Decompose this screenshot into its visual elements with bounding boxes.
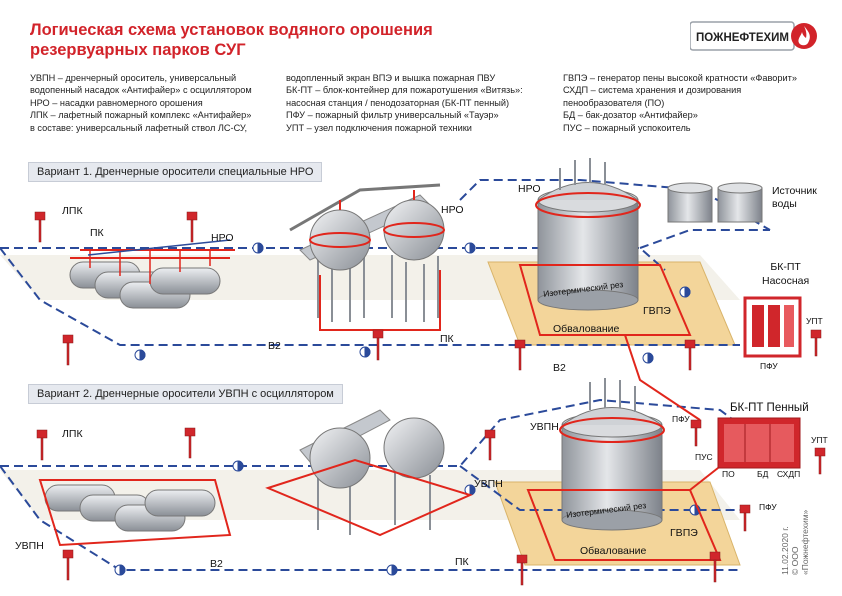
label-pfu: ПФУ — [760, 361, 778, 371]
horizontal-tanks-v1 — [69, 239, 235, 309]
variant-1-banner: Вариант 1. Дренчерные оросители специаль… — [28, 162, 323, 182]
label-gvpe: ГВПЭ — [643, 305, 671, 317]
label-pfu: ПФУ — [672, 414, 690, 424]
footer-credits: 11.02.2020 г. © ООО «Пожнефтехим» — [780, 510, 810, 575]
legend-column-1: УВПН – дренчерный ороситель, универсальн… — [30, 72, 252, 134]
footer-date: 11.02.2020 г. — [780, 526, 790, 575]
valves — [114, 242, 701, 576]
label-pk: ПК — [440, 333, 454, 345]
legend-line: УПТ – узел подключения пожарной техники — [286, 122, 472, 133]
legend-line: УВПН – дренчерный ороситель, универсальн… — [30, 73, 237, 83]
legend-line: насосная станция / пенодозаторная (БК-ПТ… — [286, 97, 510, 108]
label-v2: В2 — [268, 340, 281, 352]
spherical-tanks-v1 — [289, 183, 445, 331]
label-bk-pt-pump: БК-ПТ Насосная — [762, 261, 810, 287]
label-uvpn: УВПН — [530, 421, 559, 433]
legend-line: НРО – насадки равномерного орошения — [30, 97, 203, 108]
label-pk: ПК — [90, 227, 104, 239]
label-nro: НРО — [211, 232, 234, 244]
legend-column-2: водопленный экран ВПЭ и вышка пожарная П… — [286, 72, 523, 134]
label-po: ПО — [722, 469, 735, 479]
legend-line: ЛПК – лафетный пожарный комплекс «Антифа… — [30, 110, 252, 121]
bk-pt-pump-station — [743, 296, 802, 358]
label-nro: НРО — [441, 204, 464, 216]
horizontal-tanks-v2 — [38, 479, 232, 547]
water-main-v2 — [0, 398, 761, 571]
legend-line: БК-ПТ – блок-контейнер для пожаротушения… — [286, 85, 523, 96]
bk-pt-foam-station — [717, 417, 801, 469]
footer-copyright: © ООО — [790, 546, 800, 575]
footer-company: «Пожнефтехим» — [800, 509, 810, 575]
water-main-v1 — [0, 179, 771, 346]
label-v2: В2 — [210, 558, 223, 570]
label-v2: В2 — [553, 362, 566, 374]
label-gvpe: ГВПЭ — [670, 527, 698, 539]
company-logo: ПОЖНЕФТЕХИМ — [690, 21, 817, 51]
legend-line: пенообразователя (ПО) — [563, 97, 665, 108]
label-pus: ПУС — [695, 452, 713, 462]
variant-2-banner: Вариант 2. Дренчерные оросители УВПН с о… — [28, 384, 343, 404]
fire-monitors — [34, 211, 826, 586]
title-line-2: резервуарных парков СУГ — [30, 41, 246, 59]
legend-line: водопленный экран ВПЭ и вышка пожарная П… — [286, 73, 496, 83]
legend-column-3: ГВПЭ – генератор пены высокой кратности … — [563, 72, 797, 134]
legend-line: ПФУ – пожарный фильтр универсальный «Тау… — [286, 110, 499, 121]
label-embankment: Обвалование — [553, 323, 620, 335]
diagram-title: Логическая схема установок водяного орош… — [30, 20, 433, 60]
label-water-source: Источник воды — [772, 185, 817, 210]
label-pfu: ПФУ — [759, 502, 777, 512]
legend-line: водопенный насадок «Антифайер» с осцилля… — [30, 85, 252, 96]
legend-line: ГВПЭ – генератор пены высокой кратности … — [563, 73, 797, 83]
label-upt: УПТ — [811, 435, 828, 445]
label-embankment: Обвалование — [580, 545, 647, 557]
title-line-1: Логическая схема установок водяного орош… — [30, 21, 433, 39]
label-bd: БД — [757, 469, 769, 479]
label-lpk: ЛПК — [62, 428, 83, 440]
legend-line: БД – бак-дозатор «Антифайер» — [563, 110, 698, 121]
spherical-tanks-v2 — [265, 409, 473, 537]
isothermal-tank-v1 — [518, 158, 701, 421]
label-uvpn: УВПН — [474, 478, 503, 490]
legend-line: ПУС – пожарный успокоитель — [563, 122, 691, 133]
label-bk-pt-foam: БК-ПТ Пенный — [730, 402, 809, 414]
label-upt: УПТ — [806, 316, 823, 326]
label-uvpn: УВПН — [15, 540, 44, 552]
label-lpk: ЛПК — [62, 205, 83, 217]
label-pk: ПК — [455, 556, 469, 568]
label-nro: НРО — [518, 183, 541, 195]
water-source-tanks — [667, 182, 763, 223]
label-shdp: СХДП — [777, 469, 801, 479]
logo-text: ПОЖНЕФТЕХИМ — [696, 32, 789, 44]
legend-line: СХДП – система хранения и дозирования — [563, 85, 742, 96]
legend-line: в составе: универсальный лафетный ствол … — [30, 122, 248, 133]
